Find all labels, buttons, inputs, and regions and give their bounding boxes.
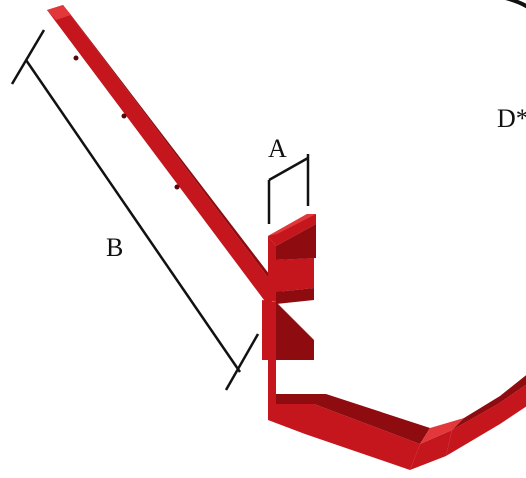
strap-hole (121, 113, 127, 119)
label-a: A (268, 134, 287, 163)
strap-hole (174, 184, 180, 190)
label-b: B (106, 233, 124, 262)
bracket-strap (47, 5, 289, 304)
bracket-hook (262, 214, 316, 360)
gutter-outline-arc (505, 0, 526, 9)
dimension-a (267, 154, 310, 224)
label-d: D* (497, 104, 526, 133)
bracket-cradle (268, 358, 526, 470)
strap-hole (73, 55, 79, 61)
dimension-b (10, 29, 260, 391)
